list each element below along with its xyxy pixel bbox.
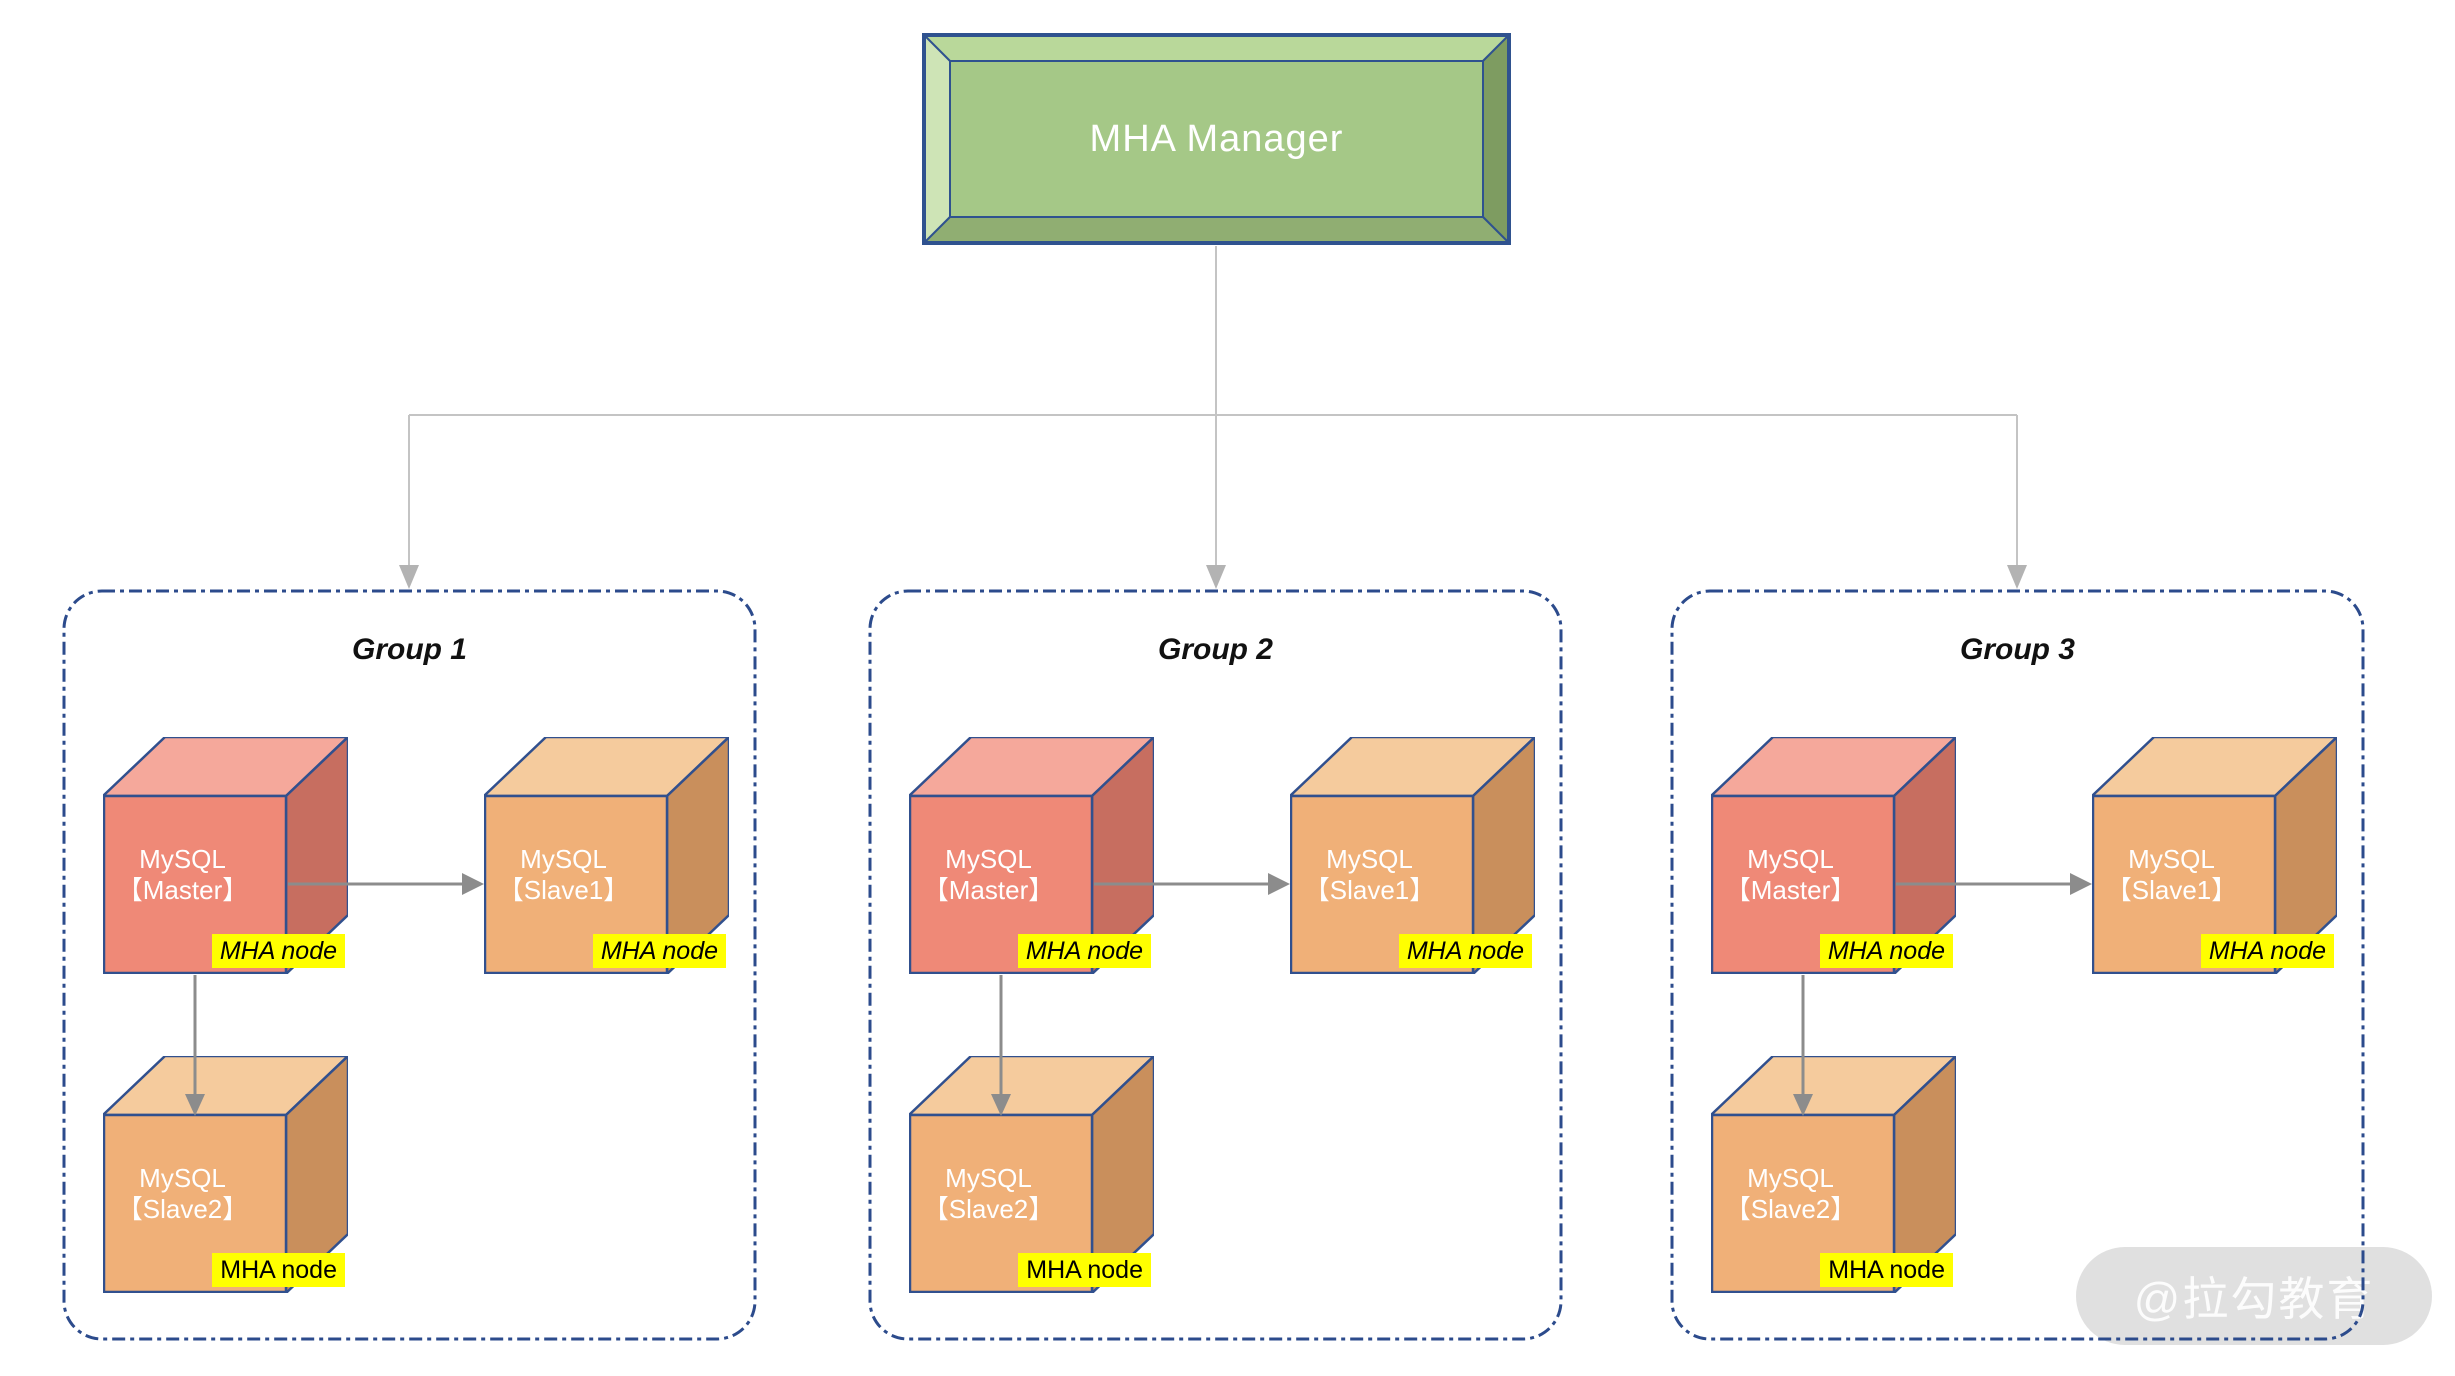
group2-mysql-master-cube: MySQL 【Master】 MHA node [909,737,1154,974]
group-1-container: Group 1 MySQL 【Master】 MHA node MySQL 【S… [62,589,757,1341]
down-arrowhead-icon [399,565,419,589]
db-name: MySQL [2128,844,2215,874]
db-role: 【Slave1】 [1303,875,1436,905]
db-name: MySQL [945,844,1032,874]
group1-mysql-master-cube: MySQL 【Master】 MHA node [103,737,348,974]
group1-mysql-slave1-cube: MySQL 【Slave1】 MHA node [484,737,729,974]
db-name: MySQL [1326,844,1413,874]
group-1-title: Group 1 [351,633,467,666]
group1-mysql-slave2-cube: MySQL 【Slave2】 MHA node [103,1056,348,1293]
group-2-container: Group 2 MySQL 【Master】 MHA node MySQL 【S… [868,589,1563,1341]
group3-mysql-slave1-cube: MySQL 【Slave1】 MHA node [2092,737,2337,974]
db-role: 【Slave1】 [2105,875,2238,905]
mha-manager-label: MHA Manager [1089,117,1344,160]
db-name: MySQL [1747,844,1834,874]
down-arrowhead-icon [1206,565,1226,589]
mha-node-badge: MHA node [1820,1253,1953,1287]
group-2-title: Group 2 [1157,633,1273,666]
db-name: MySQL [945,1163,1032,1193]
db-role: 【Slave1】 [497,875,630,905]
mha-node-badge: MHA node [211,934,345,968]
mha-node-badge: MHA node [592,934,726,968]
group3-mysql-master-cube: MySQL 【Master】 MHA node [1711,737,1956,974]
db-role: 【Master】 [922,875,1055,905]
mha-node-badge: MHA node [1018,1253,1151,1287]
mha-manager-box: MHA Manager [922,33,1511,245]
group2-mysql-slave1-cube: MySQL 【Slave1】 MHA node [1290,737,1535,974]
db-role: 【Slave2】 [116,1194,249,1224]
db-name: MySQL [139,844,226,874]
db-name: MySQL [520,844,607,874]
down-arrowhead-icon [2007,565,2027,589]
mha-node-badge: MHA node [1819,934,1953,968]
db-role: 【Slave2】 [922,1194,1055,1224]
db-role: 【Master】 [1724,875,1857,905]
mha-node-badge: MHA node [1398,934,1532,968]
db-role: 【Slave2】 [1724,1194,1857,1224]
db-name: MySQL [1747,1163,1834,1193]
manager-3d-frame [922,33,1511,245]
group3-mysql-slave2-cube: MySQL 【Slave2】 MHA node [1711,1056,1956,1293]
mha-node-badge: MHA node [2200,934,2334,968]
mha-node-badge: MHA node [212,1253,345,1287]
group-3-title: Group 3 [1959,633,2075,666]
db-role: 【Master】 [116,875,249,905]
db-name: MySQL [139,1163,226,1193]
mha-node-badge: MHA node [1017,934,1151,968]
group2-mysql-slave2-cube: MySQL 【Slave2】 MHA node [909,1056,1154,1293]
group-3-container: Group 3 MySQL 【Master】 MHA node MySQL 【S… [1670,589,2365,1341]
